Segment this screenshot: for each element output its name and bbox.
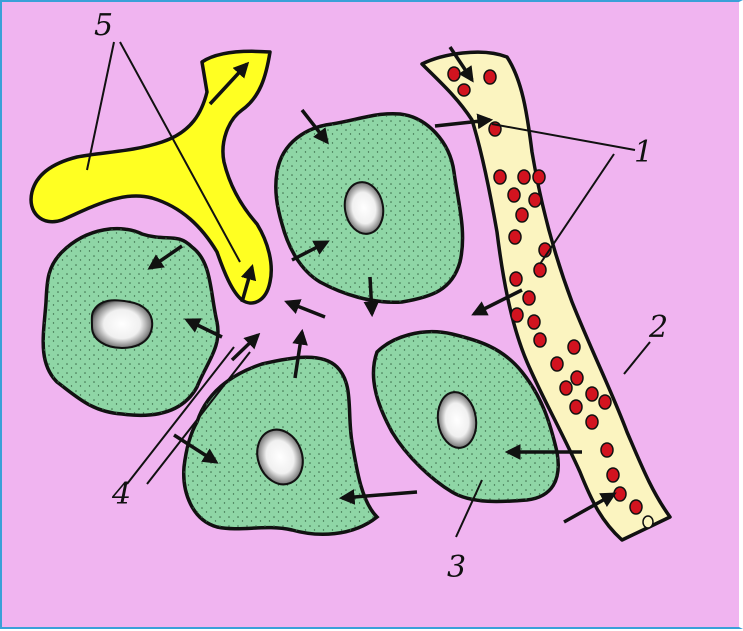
red-blood-cell-icon (509, 230, 521, 244)
red-blood-cell-icon (533, 170, 545, 184)
red-blood-cell-icon (508, 188, 520, 202)
red-blood-cell-icon (614, 487, 626, 501)
red-blood-cell-icon (448, 67, 460, 81)
red-blood-cell-icon (494, 170, 506, 184)
red-blood-cell-icon (568, 340, 580, 354)
cell-bottom (184, 357, 377, 534)
red-blood-cell-icon (560, 381, 572, 395)
red-blood-cell-icon (571, 371, 583, 385)
cell-top (276, 114, 463, 303)
nucleus-icon (92, 300, 152, 348)
red-blood-cell-icon (523, 291, 535, 305)
red-blood-cell-icon (630, 500, 642, 514)
red-blood-cell-icon (458, 84, 470, 96)
label-2: 2 (648, 310, 668, 345)
label-5: 5 (94, 8, 113, 43)
red-blood-cell-icon (534, 263, 546, 277)
red-blood-cell-icon (534, 333, 546, 347)
red-blood-cell-icon (516, 208, 528, 222)
red-blood-cell-icon (643, 516, 653, 528)
red-blood-cell-icon (511, 308, 523, 322)
red-blood-cell-icon (529, 193, 541, 207)
red-blood-cell-icon (570, 400, 582, 414)
red-blood-cell-icon (518, 170, 530, 184)
red-blood-cell-icon (586, 387, 598, 401)
red-blood-cell-icon (551, 357, 563, 371)
red-blood-cell-icon (510, 272, 522, 286)
red-blood-cell-icon (484, 70, 496, 84)
red-blood-cell-icon (607, 468, 619, 482)
arrow-icon (232, 335, 258, 360)
label-4: 4 (111, 477, 131, 512)
arrow-icon (287, 302, 325, 317)
label-3: 3 (447, 550, 466, 585)
red-blood-cell-icon (601, 443, 613, 457)
red-blood-cell-icon (528, 315, 540, 329)
label-1: 1 (634, 135, 653, 170)
arrow-icon (370, 277, 372, 314)
red-blood-cell-icon (599, 395, 611, 409)
red-blood-cell-icon (586, 415, 598, 429)
